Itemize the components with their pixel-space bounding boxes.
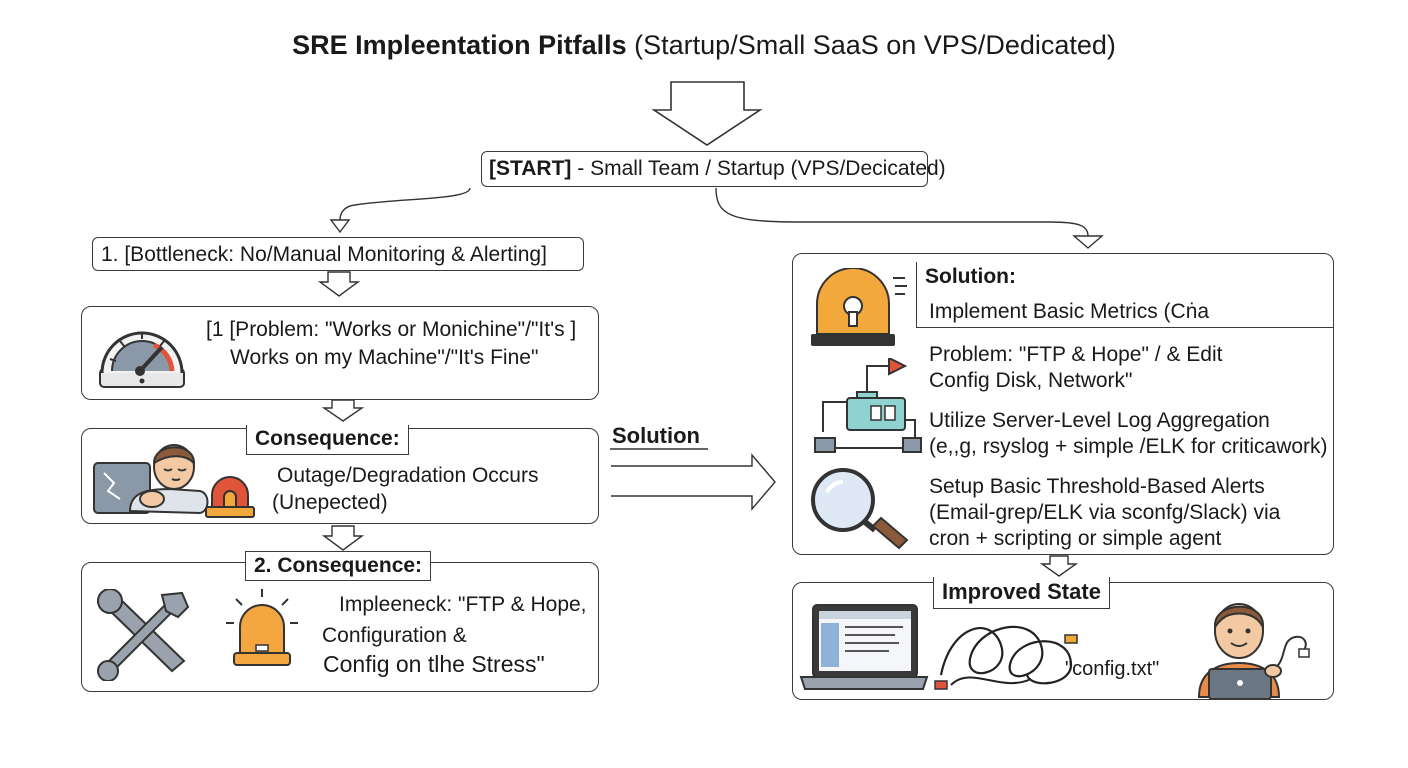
solution-item-3-line-1: Utilize Server-Level Log Aggregation (929, 409, 1270, 432)
start-right-arrowhead (1072, 235, 1104, 249)
solution-hollow-arrow (611, 453, 776, 511)
solution-item-4-line-1: Setup Basic Threshold-Based Alerts (929, 475, 1265, 498)
improved-heading: Improved State (933, 577, 1110, 609)
improved-state-box: Improved State "config.txt" (792, 577, 1334, 700)
start-text: - Small Team / Startup (VPS/Decicated) (577, 157, 946, 180)
consequence2-line-1: Impleeneck: "FTP & Hope, (339, 593, 587, 616)
solution-item-4-line-2: (Email-grep/ELK via sconfg/Slack) via (929, 501, 1281, 524)
title-bold: SRE Impleentation Pitfalls (292, 30, 627, 60)
developer-person-icon (1197, 603, 1310, 699)
solution-item1-divider (916, 327, 1334, 328)
tangled-cables-icon (934, 625, 1078, 690)
config-file-label: "config.txt" (1065, 658, 1160, 680)
problem-line-1: [1 [Problem: "Works or Monichine"/"It's … (206, 318, 577, 341)
start-left-arrowhead (329, 219, 351, 234)
start-left-branch (339, 187, 471, 221)
start-label: [START] (489, 157, 572, 180)
alarm-bell-icon (226, 589, 298, 666)
page-title: SRE Impleentation Pitfalls (Startup/Smal… (0, 30, 1408, 61)
wrench-tools-icon (97, 589, 190, 681)
consequence-box: Consequence: Outage/Degradation Occurs (… (81, 425, 599, 524)
alarm-siren-icon (205, 476, 255, 518)
title-subtitle: (Startup/Small SaaS on VPS/Dedicated) (634, 30, 1116, 60)
start-right-branch (715, 187, 1089, 237)
solution-item-2-line-1: Problem: "FTP & Hope" / & Edit (929, 343, 1223, 366)
solution-item-4-line-3: cron + scripting or simple agent (929, 527, 1222, 550)
solution-item-2-line-2: Config Disk, Network" (929, 369, 1133, 392)
consequence2-line-3: Config on tlhe Stress" (323, 651, 545, 677)
problem-line-2: Works on my Machine"/"It's Fine" (230, 346, 539, 369)
bottleneck-box: 1. [Bottleneck: No/Manual Monitoring & A… (92, 237, 584, 271)
consequence-line-2: (Unepected) (272, 491, 388, 514)
consequence-line-1: Outage/Degradation Occurs (277, 464, 539, 487)
server-network-icon (814, 358, 922, 453)
consequence2-heading: 2. Consequence: (245, 551, 432, 581)
solution-box: Solution: Implement Basic Metrics (Cṅa P… (792, 253, 1334, 555)
problem-box: [1 [Problem: "Works or Monichine"/"It's … (81, 306, 599, 400)
title-down-arrow (651, 81, 763, 146)
solution-item-3-line-2: (e,,g, rsyslog + simple /ELK for critica… (929, 435, 1328, 458)
magnifying-glass-icon (811, 468, 909, 550)
middle-solution-label: Solution (612, 423, 700, 448)
start-box: [START] - Small Team / Startup (VPS/Deci… (481, 151, 946, 187)
consequence2-box: 2. Consequence: Impleeneck: "FTP & Hope,… (81, 551, 599, 692)
laptop-icon (799, 604, 929, 690)
speedometer-gauge-icon (99, 331, 185, 388)
bottleneck-text: 1. [Bottleneck: No/Manual Monitoring & A… (101, 243, 547, 266)
left-arrow-2 (321, 399, 365, 422)
left-arrow-3 (321, 525, 365, 551)
solution-heading-divider (916, 262, 917, 328)
consequence2-line-2: Configuration & (322, 624, 467, 647)
alarm-siren-icon (811, 268, 907, 346)
solution-item-1: Implement Basic Metrics (Cṅa (929, 300, 1210, 323)
solution-heading: Solution: (925, 265, 1016, 288)
sleeping-person-icon (93, 444, 209, 515)
consequence-heading: Consequence: (246, 425, 409, 455)
right-arrow-improved (1039, 555, 1079, 577)
left-arrow-1 (317, 271, 361, 297)
